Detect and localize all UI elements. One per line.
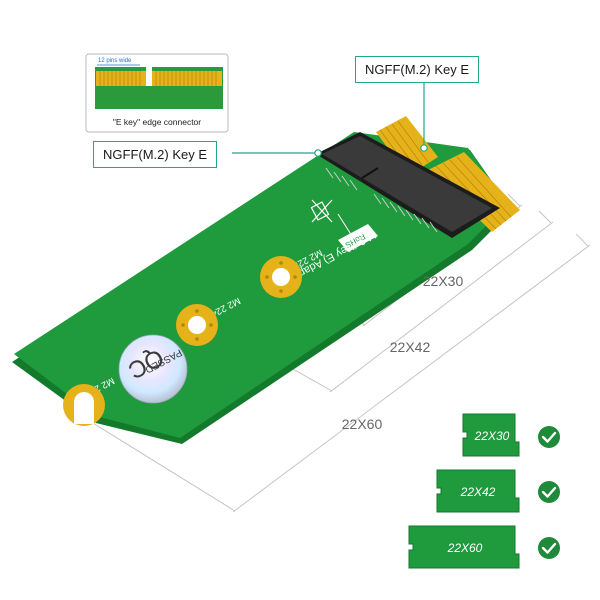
callout-dot-top bbox=[420, 144, 428, 152]
dimension-label-2260: 22X60 bbox=[342, 416, 383, 432]
inset-pins-caption: 12 pins wide bbox=[98, 58, 132, 64]
mount-hole-2230 bbox=[260, 256, 302, 298]
qc-passed-sticker: QC PASSED bbox=[118, 334, 188, 404]
callout-top-connector: NGFF(M.2) Key E bbox=[355, 56, 480, 83]
size-card-22x60: 22X60 bbox=[408, 525, 520, 569]
dimension-label-2230: 22X30 bbox=[423, 273, 464, 289]
size-label-22x60: 22X60 bbox=[447, 541, 483, 555]
board-gold-fingers bbox=[376, 116, 520, 232]
size-card-22x30: 22X30 bbox=[462, 413, 520, 457]
dimension-label-2242: 22X42 bbox=[390, 339, 431, 355]
mount-hole-2260 bbox=[63, 384, 105, 426]
size-card-22x42: 22X42 bbox=[436, 469, 520, 513]
mount-hole-2242 bbox=[176, 304, 218, 346]
inset-key-notch bbox=[146, 67, 152, 86]
marking-divider bbox=[337, 213, 353, 237]
weee-bin-icon bbox=[310, 199, 333, 223]
inset-edge-connector: 12 pins wide "E key" edge connector bbox=[85, 53, 229, 133]
inset-gold-fingers bbox=[96, 71, 222, 86]
callout-leaders bbox=[232, 80, 425, 154]
size-label-22x30: 22X30 bbox=[474, 429, 510, 443]
adapter-board: RoHS M.2 (Key E) Adapter M2 2230 M2 2242… bbox=[12, 116, 520, 444]
check-icon bbox=[538, 537, 560, 559]
check-icon bbox=[538, 426, 560, 448]
callout-side-connector: NGFF(M.2) Key E bbox=[93, 141, 218, 168]
callout-dot-side bbox=[314, 149, 322, 157]
m2-connector-socket bbox=[316, 132, 500, 238]
inset-caption: "E key" edge connector bbox=[113, 117, 201, 127]
size-label-22x42: 22X42 bbox=[460, 485, 496, 499]
check-icon bbox=[538, 481, 560, 503]
